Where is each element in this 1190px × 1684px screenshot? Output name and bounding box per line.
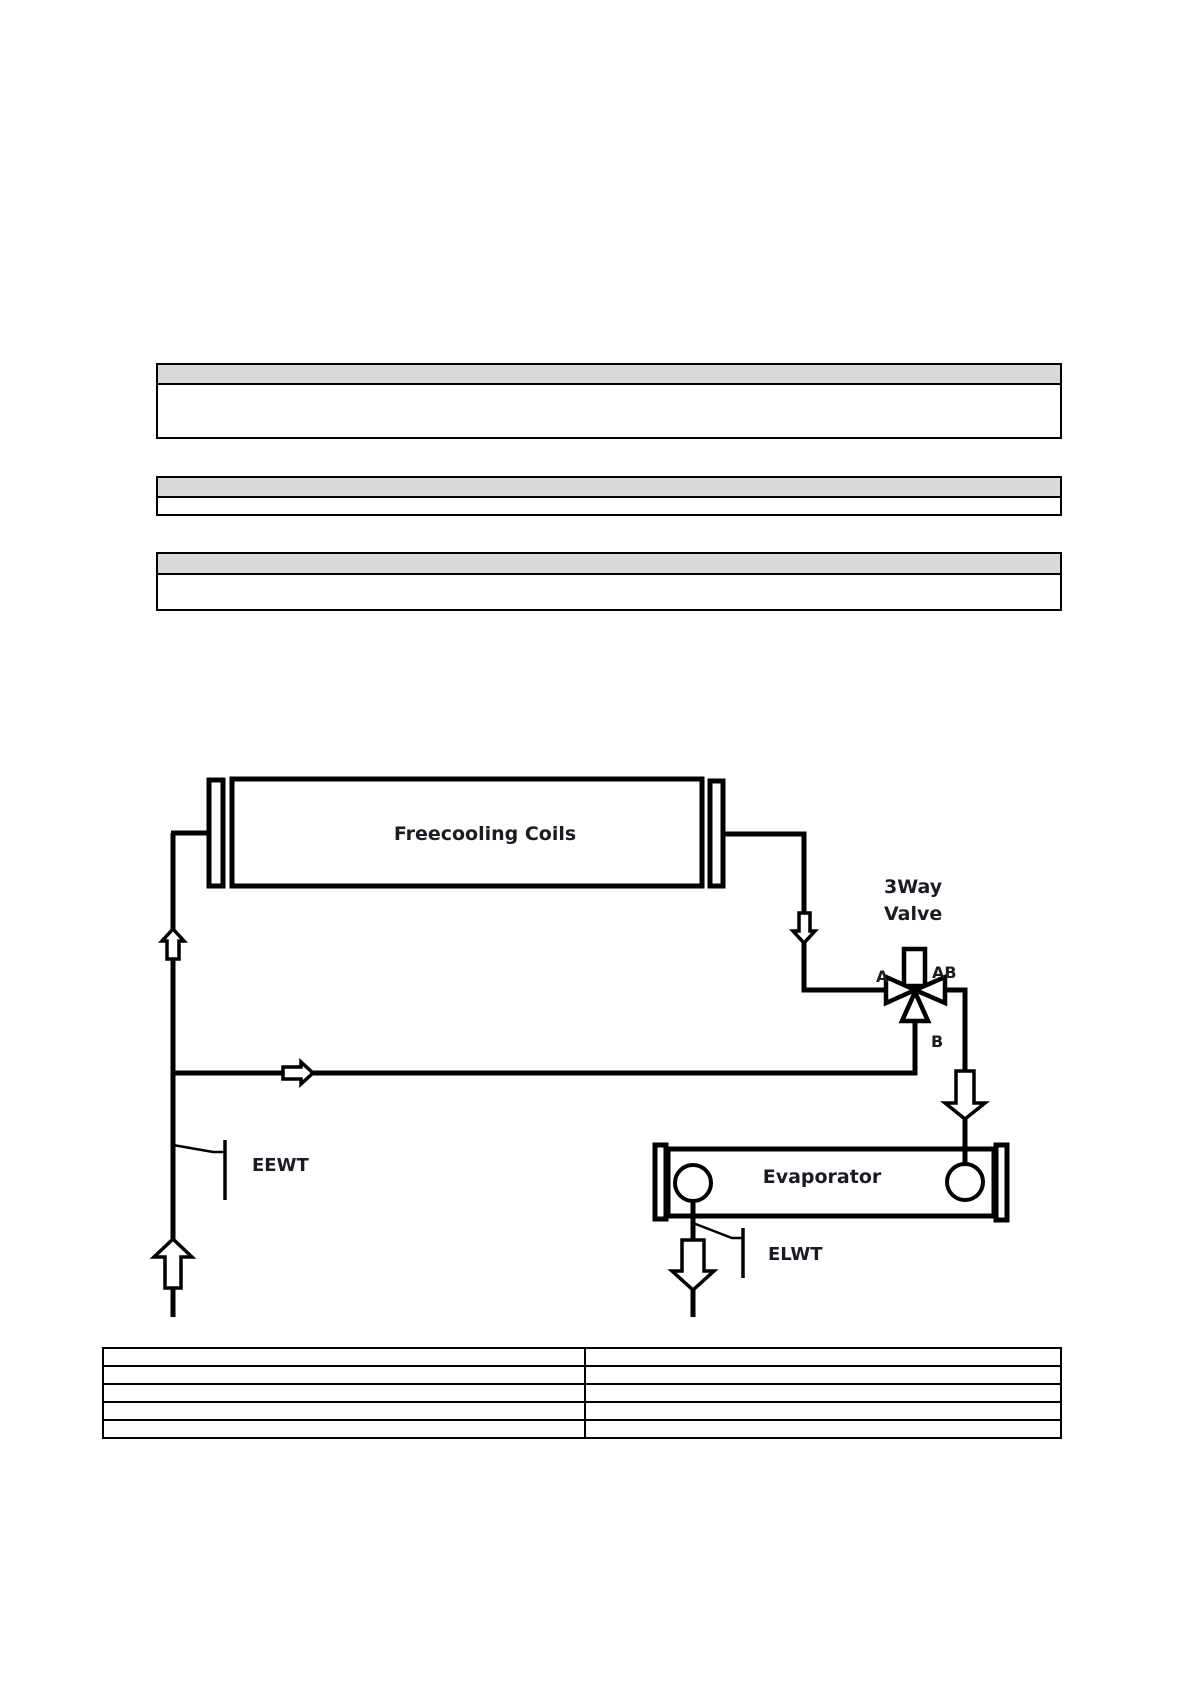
evaporator-label: Evaporator: [763, 1166, 882, 1188]
valve-actuator: [901, 946, 928, 989]
bypass-pipe: [173, 1022, 918, 1076]
form-box-1-header: [158, 365, 1060, 385]
table-row: [102, 1419, 1062, 1439]
table-cell: [102, 1365, 586, 1385]
evaporator-outlet-nozzle: [673, 1163, 713, 1203]
freecooling-coils-label: Freecooling Coils: [394, 823, 576, 845]
coil-right-flange: [707, 778, 726, 889]
eewt-sensor-lead: [172, 1143, 225, 1154]
table-cell: [102, 1401, 586, 1421]
table-row: [102, 1365, 1062, 1385]
outlet-down-arrow-icon: [667, 1238, 719, 1293]
valve-port-ab-icon: [909, 973, 948, 1007]
form-box-3: [156, 552, 1062, 611]
form-box-1: [156, 363, 1062, 439]
valve-port-ab-label: AB: [932, 963, 957, 982]
table-cell: [584, 1401, 1062, 1421]
table-row: [102, 1401, 1062, 1421]
evaporator-left-flange: [652, 1142, 669, 1222]
valve-port-b-label: B: [931, 1032, 943, 1051]
coil-left-flange: [206, 777, 226, 889]
evaporator-inlet-down-arrow-icon: [940, 1069, 990, 1122]
table-cell: [584, 1365, 1062, 1385]
supply-up-arrow-icon: [158, 926, 188, 961]
valve-outlet-pipe: [946, 987, 968, 1147]
table-cell: [102, 1347, 586, 1367]
table-row: [102, 1347, 1062, 1367]
form-box-2: [156, 476, 1062, 516]
bottom-table: [102, 1347, 1062, 1439]
elwt-sensor-lead: [692, 1221, 743, 1240]
valve-label-line2: Valve: [884, 903, 942, 925]
bypass-right-arrow-icon: [281, 1058, 316, 1088]
freecooling-coils-box: [229, 776, 705, 889]
table-row: [102, 1383, 1062, 1403]
coil-outlet-down-arrow-icon: [789, 911, 819, 946]
table-cell: [584, 1383, 1062, 1403]
table-cell: [584, 1419, 1062, 1439]
form-box-3-header: [158, 554, 1060, 575]
table-cell: [102, 1383, 586, 1403]
form-box-2-header: [158, 478, 1060, 498]
valve-port-b-icon: [898, 986, 932, 1024]
evaporator-inlet-nozzle: [945, 1162, 985, 1202]
table-cell: [584, 1347, 1062, 1367]
valve-label-line1: 3Way: [884, 876, 943, 898]
table-cell: [102, 1419, 586, 1439]
eewt-label: EEWT: [252, 1155, 309, 1176]
elwt-label: ELWT: [768, 1244, 823, 1265]
valve-port-a-icon: [883, 973, 921, 1007]
inlet-up-arrow-icon: [149, 1236, 197, 1290]
evaporator-right-flange: [993, 1142, 1010, 1223]
valve-port-a-label: A: [876, 967, 889, 986]
